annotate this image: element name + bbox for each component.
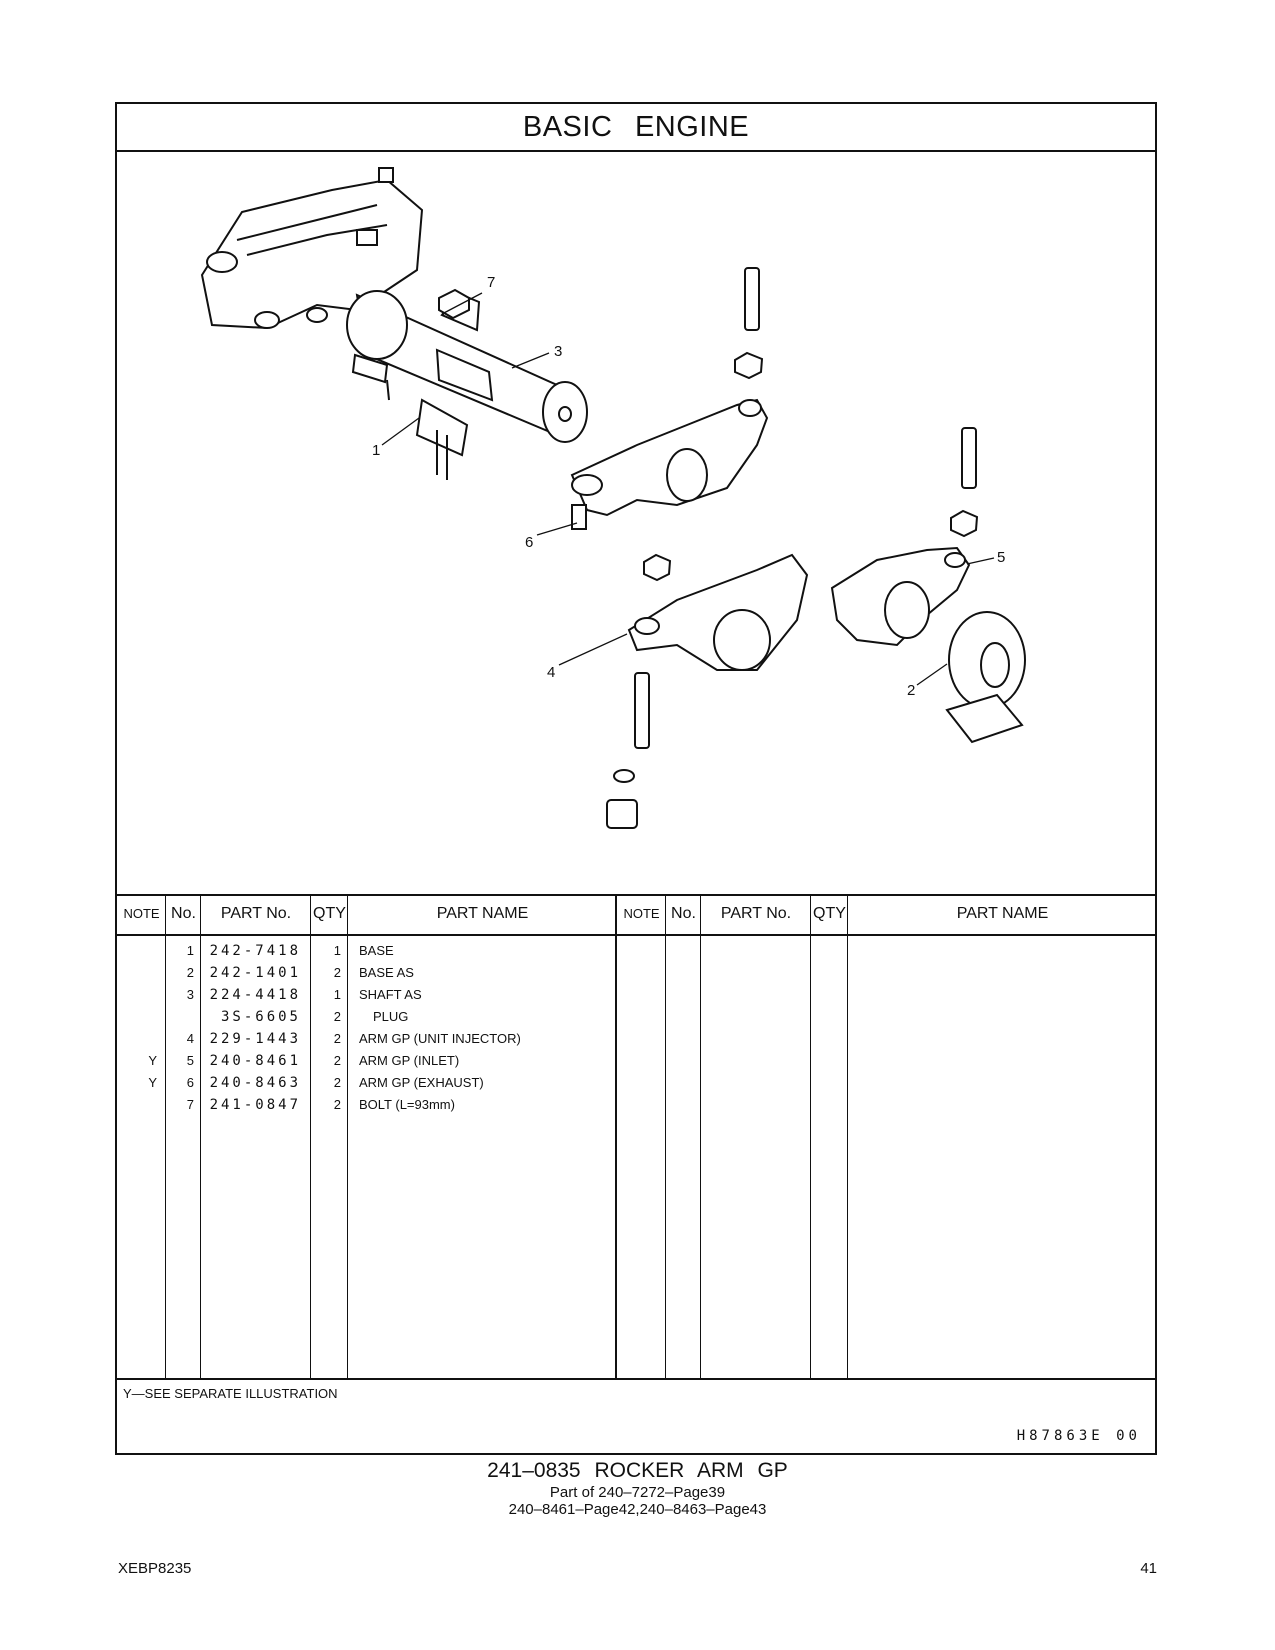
- header-note: NOTE: [123, 906, 160, 921]
- row-1-part-no: 242-7418: [209, 943, 301, 959]
- col-qty-right: [811, 894, 848, 1378]
- stud-and-nut-upper: [734, 267, 764, 380]
- callout-3: 3: [554, 343, 562, 360]
- row-7-qty: 2: [333, 1075, 341, 1090]
- group-reference-line-2: 240–8461–Page42,240–8463–Page43: [508, 1501, 767, 1518]
- row-4-part-name: PLUG: [373, 1009, 409, 1024]
- row-8-qty: 2: [333, 1097, 341, 1112]
- header-part-name: PART NAME: [436, 905, 529, 922]
- callout-1: 1: [372, 442, 380, 459]
- col-note: [117, 894, 166, 1378]
- row-5-part-no: 229-1443: [209, 1031, 301, 1047]
- row-4-no: [166, 1006, 194, 1028]
- document-id: XEBP8235: [118, 1560, 192, 1577]
- row-2-note: [117, 962, 157, 984]
- inlet-arm-part: [830, 546, 971, 647]
- col-qty: [311, 894, 348, 1378]
- row-3-part-name: SHAFT AS: [359, 987, 422, 1002]
- row-8-part-name: BOLT (L=93mm): [359, 1097, 455, 1112]
- col-part-name: [348, 894, 617, 1378]
- footnote: Y—SEE SEPARATE ILLUSTRATION: [123, 1386, 338, 1401]
- callout-2: 2: [907, 682, 915, 699]
- row-8-no: 7: [186, 1097, 194, 1112]
- row-3-part-no: 224-4418: [209, 987, 301, 1003]
- stud-and-nut-right: [950, 427, 979, 538]
- header-no: No.: [171, 905, 196, 922]
- row-2-qty: 2: [333, 965, 341, 980]
- row-1-part-name: BASE: [359, 943, 394, 958]
- callout-4: 4: [547, 664, 555, 681]
- row-1-note: [117, 940, 157, 962]
- row-7-part-no: 240-8463: [209, 1075, 301, 1091]
- header-part-no-right: PART No.: [720, 905, 792, 922]
- assembled-rocker-group: [200, 167, 588, 480]
- group-title: 241–0835 ROCKER ARM GP: [487, 1459, 788, 1482]
- parts-table: NOTE No. PART No. QTY PART NAME NOTE No.…: [117, 894, 1155, 1378]
- row-7-note: Y: [148, 1075, 157, 1090]
- row-5-note: [117, 1028, 157, 1050]
- page-number: 41: [1140, 1560, 1157, 1577]
- page-title: BASIC ENGINE: [117, 104, 1155, 152]
- unit-injector-arm-part: [606, 553, 809, 829]
- callout-5: 5: [997, 549, 1005, 566]
- header-qty: QTY: [313, 905, 346, 922]
- exploded-view-illustration: 7 3 1 6 5 4 2: [117, 150, 1155, 894]
- table-header: [117, 894, 1155, 936]
- parts-sheet-frame: BASIC ENGINE: [115, 102, 1157, 1455]
- row-4-part-no: 3S-6605: [220, 1009, 301, 1025]
- callout-7: 7: [487, 274, 495, 291]
- row-6-note: Y: [148, 1053, 157, 1068]
- col-no-right: [666, 894, 701, 1378]
- col-part-no: [201, 894, 311, 1378]
- row-5-qty: 2: [333, 1031, 341, 1046]
- row-3-no: 3: [186, 987, 194, 1002]
- row-4-qty: 2: [333, 1009, 341, 1024]
- row-4-note: [117, 1006, 157, 1028]
- header-no-right: No.: [671, 905, 696, 922]
- col-part-no-right: [701, 894, 811, 1378]
- row-1-qty: 1: [333, 943, 341, 958]
- rocker-arm-drawing: 7 3 1 6 5 4 2: [200, 167, 1026, 829]
- col-no: [166, 894, 201, 1378]
- header-note-right: NOTE: [623, 906, 660, 921]
- exhaust-arm-part: [570, 398, 769, 530]
- row-7-no: 6: [186, 1075, 194, 1090]
- footnote-divider: [117, 1378, 1155, 1380]
- base-as-part: [945, 611, 1026, 744]
- row-2-part-name: BASE AS: [359, 965, 414, 980]
- group-reference-line-1: Part of 240–7272–Page39: [549, 1484, 726, 1501]
- row-6-qty: 2: [333, 1053, 341, 1068]
- row-6-no: 5: [186, 1053, 194, 1068]
- row-6-part-name: ARM GP (INLET): [359, 1053, 460, 1068]
- header-part-name-right: PART NAME: [956, 905, 1049, 922]
- row-5-part-name: ARM GP (UNIT INJECTOR): [359, 1031, 521, 1046]
- row-7-part-name: ARM GP (EXHAUST): [359, 1075, 484, 1090]
- row-3-note: [117, 984, 157, 1006]
- col-note-right: [617, 894, 666, 1378]
- header-part-no: PART No.: [220, 905, 292, 922]
- row-5-no: 4: [186, 1031, 194, 1046]
- row-1-no: 1: [186, 943, 194, 958]
- row-3-qty: 1: [333, 987, 341, 1002]
- illustration-code: H87863E 00: [1016, 1428, 1141, 1444]
- row-2-part-no: 242-1401: [209, 965, 301, 981]
- header-qty-right: QTY: [813, 905, 846, 922]
- callout-6: 6: [525, 534, 533, 551]
- row-8-part-no: 241-0847: [209, 1097, 301, 1113]
- row-8-note: [117, 1094, 157, 1116]
- row-6-part-no: 240-8461: [209, 1053, 301, 1069]
- row-2-no: 2: [186, 965, 194, 980]
